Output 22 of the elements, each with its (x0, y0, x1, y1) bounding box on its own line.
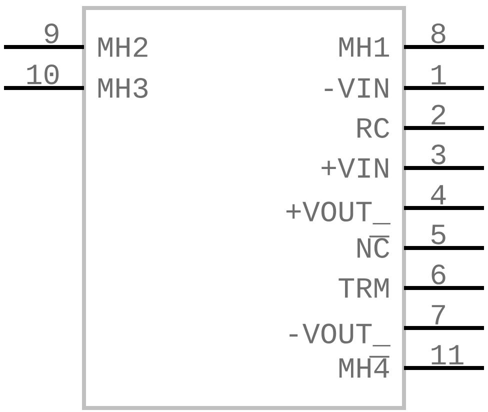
pin-number: 3 (431, 144, 446, 164)
pin-number: 2 (432, 104, 446, 124)
pin-number: 9 (44, 23, 58, 44)
pin-name: NC (358, 236, 390, 258)
pin-name: RC (358, 118, 390, 138)
pin-number: 11 (432, 345, 464, 364)
pin-name: TRM (338, 278, 389, 298)
pin-name: MH4 (339, 356, 390, 378)
pin-name: -VOUT_ (290, 324, 390, 346)
pin-number: 4 (431, 185, 446, 204)
pin-name: +VIN (322, 158, 388, 178)
pin-number: 1 (432, 65, 446, 84)
pin-name: -VIN (324, 78, 388, 98)
pin-number: 6 (432, 264, 446, 284)
pin-number: 5 (431, 224, 446, 244)
pin-name: +VOUT_ (286, 202, 390, 224)
pin-number: 7 (432, 305, 445, 324)
pin-name: MH2 (98, 37, 148, 57)
pin-number: 8 (432, 23, 446, 44)
pin-number: 10 (27, 64, 59, 84)
pin-name: MH1 (339, 37, 389, 57)
pin-name: MH3 (98, 78, 148, 98)
